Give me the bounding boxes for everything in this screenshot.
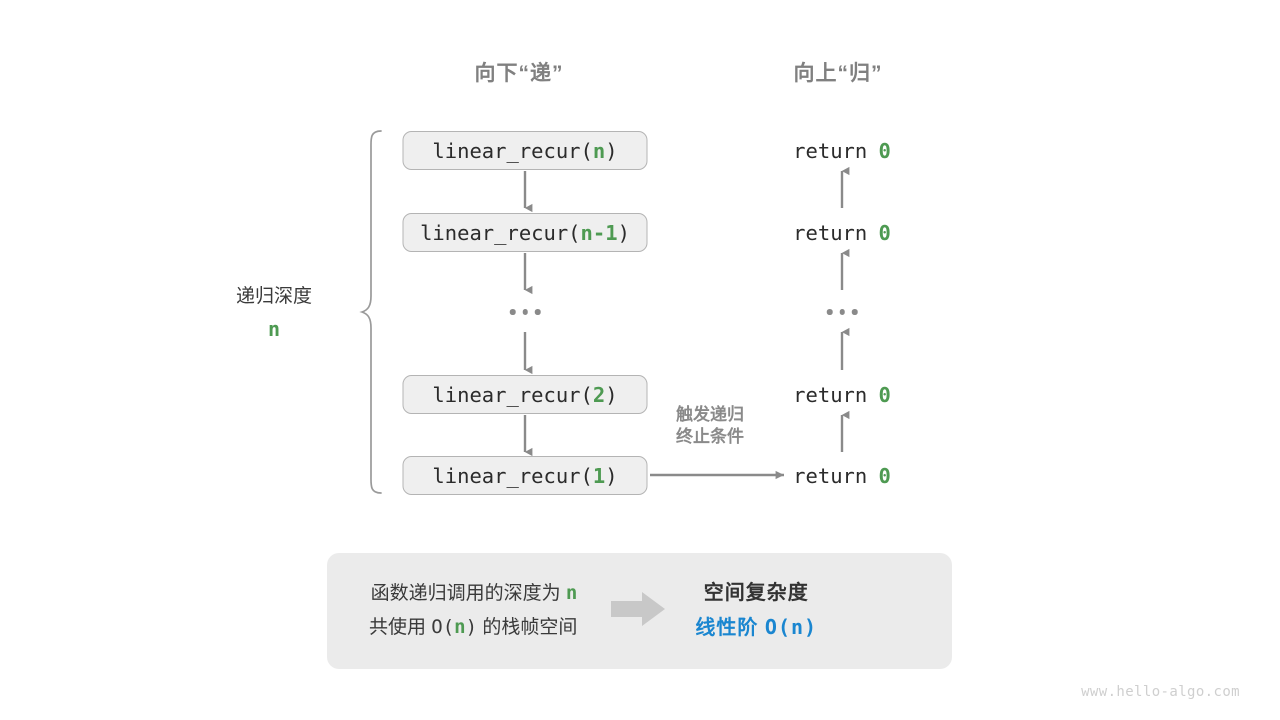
call-box-prefix: linear_recur(	[420, 220, 581, 245]
summary-description: 函数递归调用的深度为 n 共使用 O(n) 的栈帧空间	[327, 577, 577, 644]
call-box-arg: n-1	[580, 220, 618, 245]
header-down: 向下“递”	[474, 62, 564, 85]
call-box-arg: 2	[592, 382, 606, 407]
call-box[interactable]: linear_recur(2)	[402, 375, 648, 414]
trigger-note-line2: 终止条件	[676, 426, 744, 446]
call-box-prefix: linear_recur(	[432, 382, 593, 407]
return-label: return 0	[793, 213, 891, 252]
summary-line-1: 函数递归调用的深度为 n	[369, 577, 578, 611]
return-keyword: return	[793, 463, 868, 488]
summary-line2-open: O(	[431, 616, 455, 638]
return-keyword: return	[793, 220, 868, 245]
dot	[522, 309, 528, 315]
summary-line2-suffix: 的栈帧空间	[477, 617, 578, 638]
return-value: 0	[878, 463, 891, 488]
trigger-note-line1: 触发递归	[676, 405, 744, 424]
right-block-arrow-icon	[611, 591, 666, 631]
return-value: 0	[878, 138, 891, 163]
call-box-suffix: )	[605, 138, 618, 163]
summary-result: 空间复杂度 线性阶 O(n)	[695, 577, 817, 644]
recursion-depth-text: 递归深度	[235, 286, 313, 307]
trigger-termination-note: 触发递归 终止条件	[676, 404, 744, 448]
summary-line1-variable: n	[565, 582, 578, 605]
summary-line2-variable: n	[454, 616, 466, 638]
dot	[509, 309, 516, 315]
return-keyword: return	[793, 138, 868, 163]
dot	[534, 309, 541, 315]
call-box-suffix: )	[605, 463, 618, 488]
return-label: return 0	[793, 131, 891, 170]
summary-result-notation: O(n)	[764, 614, 818, 639]
dot	[839, 309, 845, 315]
dot	[851, 309, 858, 315]
recursion-depth-label: 递归深度 n	[236, 283, 312, 344]
summary-line2-close: )	[465, 616, 478, 638]
summary-result-title: 空间复杂度	[703, 582, 809, 605]
header-up: 向上“归”	[793, 62, 883, 85]
watermark: www.hello-algo.com	[1081, 684, 1240, 700]
return-label: return 0	[793, 456, 891, 495]
summary-line1-text: 函数递归调用的深度为	[370, 583, 566, 605]
summary-line-2: 共使用 O(n) 的栈帧空间	[369, 611, 577, 645]
recursion-depth-brace	[359, 130, 382, 494]
complexity-summary-panel: 函数递归调用的深度为 n 共使用 O(n) 的栈帧空间 空间复杂度 线性阶 O(…	[327, 553, 952, 669]
call-box-arg: 1	[592, 463, 606, 488]
call-box-suffix: )	[617, 220, 630, 245]
call-box[interactable]: linear_recur(1)	[402, 456, 648, 495]
call-box-prefix: linear_recur(	[432, 463, 593, 488]
dot	[826, 309, 833, 315]
call-box[interactable]: linear_recur(n-1)	[402, 213, 648, 252]
return-keyword: return	[793, 382, 868, 407]
recursion-depth-variable: n	[267, 316, 281, 341]
return-value: 0	[878, 220, 891, 245]
call-box-suffix: )	[605, 382, 618, 407]
call-box-arg: n	[592, 138, 606, 163]
call-stack-ellipsis	[509, 309, 541, 315]
summary-result-value: 线性阶 O(n)	[695, 611, 817, 645]
call-box[interactable]: linear_recur(n)	[402, 131, 648, 170]
return-ellipsis	[826, 309, 858, 315]
call-box-prefix: linear_recur(	[432, 138, 593, 163]
return-value: 0	[878, 382, 891, 407]
return-label: return 0	[793, 375, 891, 414]
summary-result-label: 线性阶	[695, 616, 765, 639]
summary-line2-text: 共使用	[369, 617, 432, 638]
